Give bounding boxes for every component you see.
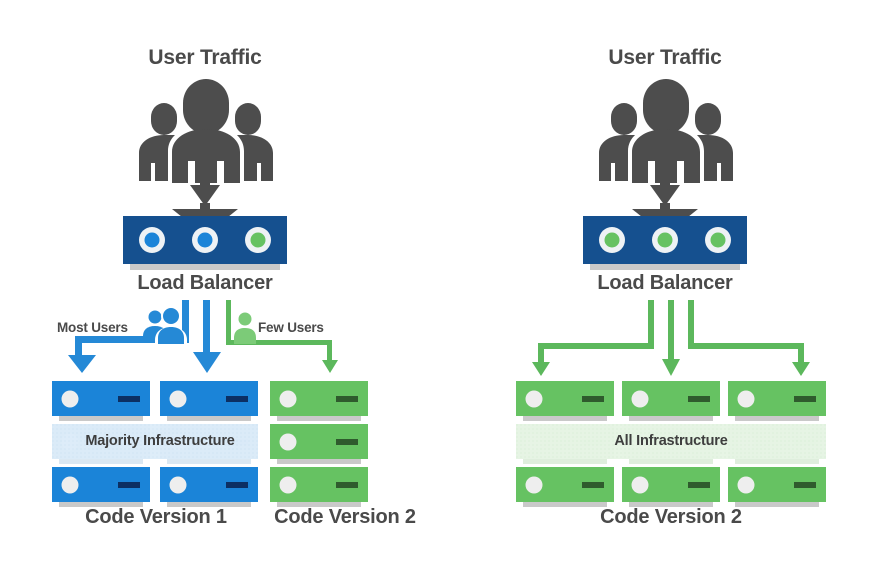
few-users-label: Few Users: [258, 320, 324, 335]
load-balancer-label-left: Load Balancer: [137, 272, 273, 294]
majority-infrastructure-label: Majority Infrastructure: [85, 433, 235, 449]
traffic-arrow-right: [650, 158, 680, 206]
arrow-most-users-left: [68, 300, 189, 373]
lb-light-3-left: [250, 232, 266, 248]
load-balancer-left: [123, 203, 287, 270]
arrow-right-2: [662, 300, 680, 376]
load-balancer-right: [583, 203, 747, 270]
lb-light-1-left: [144, 232, 160, 248]
load-balancer-label-right: Load Balancer: [597, 272, 733, 294]
majority-infrastructure-strip: [52, 424, 258, 459]
user-traffic-label-left: User Traffic: [148, 46, 262, 69]
arrow-few-users-left: [226, 300, 338, 373]
lb-light-2-left: [197, 232, 213, 248]
code-version-1-label: Code Version 1: [85, 506, 227, 528]
one-person-icon: [234, 312, 256, 344]
code-version-2-label-right: Code Version 2: [600, 506, 742, 528]
server-column-left-3: [270, 381, 368, 507]
lb-light-2-right: [657, 232, 673, 248]
arrow-right-1: [532, 300, 654, 376]
lb-light-1-right: [604, 232, 620, 248]
arrow-middle-left: [193, 300, 221, 373]
all-infrastructure-label: All Infrastructure: [614, 433, 728, 449]
lb-light-3-right: [710, 232, 726, 248]
most-users-label: Most Users: [57, 320, 128, 335]
user-traffic-label-right: User Traffic: [608, 46, 722, 69]
two-people-icon: [143, 306, 187, 347]
traffic-arrow-left: [190, 158, 220, 206]
all-infrastructure-strip: [516, 424, 826, 459]
arrow-right-3: [688, 300, 810, 376]
code-version-2-label-left: Code Version 2: [274, 506, 416, 528]
